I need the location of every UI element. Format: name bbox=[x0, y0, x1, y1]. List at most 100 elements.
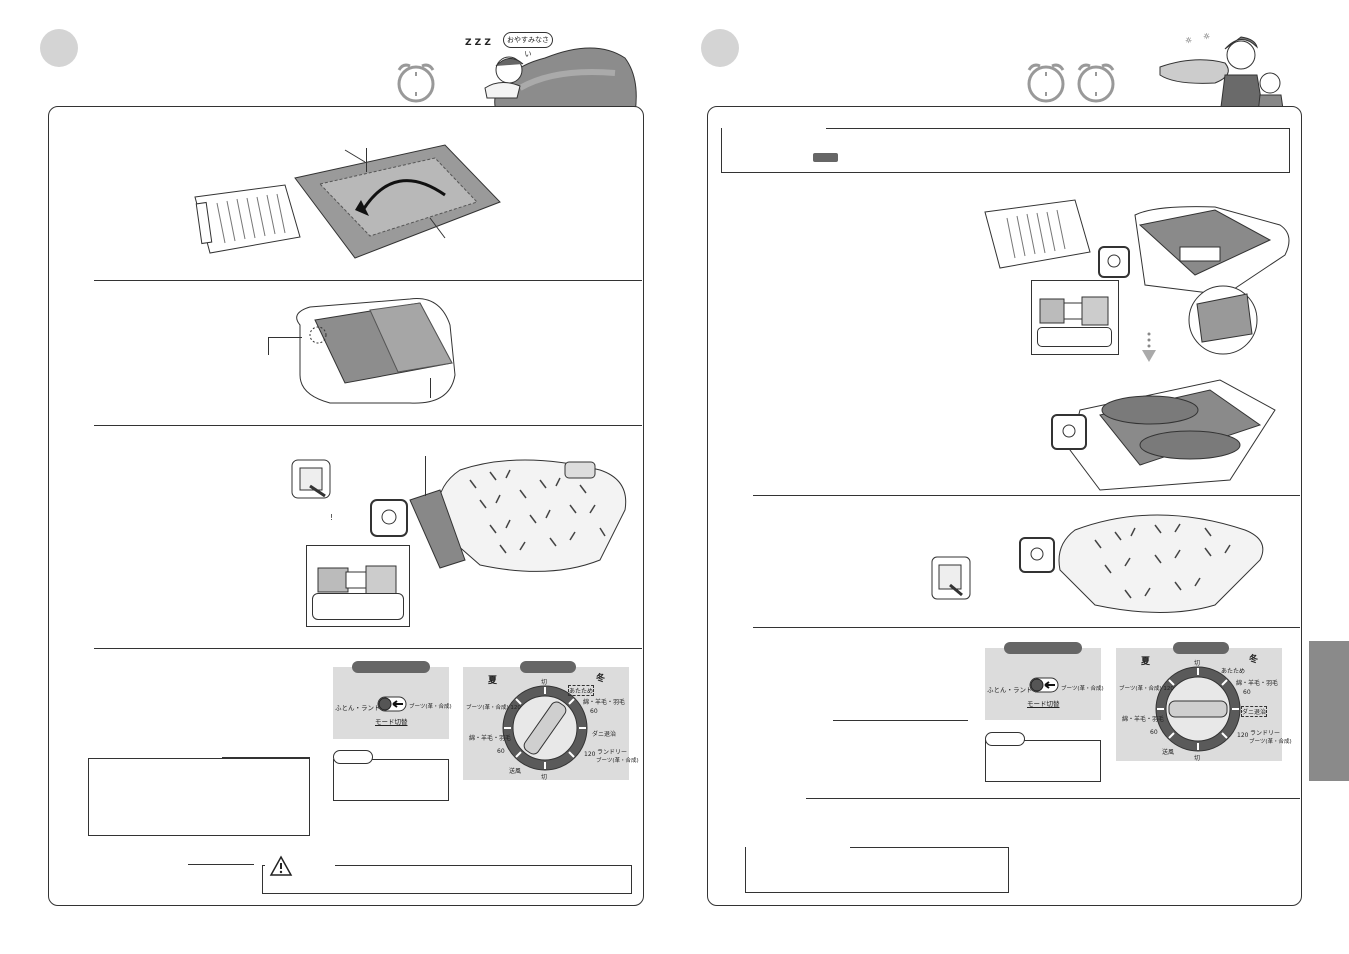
leader-line bbox=[366, 148, 367, 172]
zoom-circle-detail bbox=[1188, 285, 1258, 355]
right-hose-connector-icon bbox=[1039, 296, 1109, 326]
right-dial-off-top: 切 bbox=[1194, 660, 1201, 667]
right-dial-120-right: 120 bbox=[1237, 732, 1249, 739]
left-dial-off-top: 切 bbox=[541, 679, 548, 686]
leaflet-illustration bbox=[194, 184, 301, 254]
side-index-tab bbox=[1309, 641, 1349, 781]
left-dial-laundry: ランドリー bbox=[597, 749, 628, 756]
left-dial-mite: ダニ退治 bbox=[592, 731, 617, 738]
right-dial-boots-left: ブーツ(革・合成) 120 bbox=[1119, 686, 1174, 692]
right-bottom-note-box bbox=[745, 847, 1009, 893]
right-dryer-on-futon-illustration bbox=[1019, 514, 1264, 613]
right-divider-3 bbox=[806, 798, 1300, 799]
left-dial-boots-right: ブーツ(革・合成) bbox=[596, 758, 639, 764]
caution-underline bbox=[188, 864, 254, 865]
right-step3-underline bbox=[833, 720, 968, 721]
caution-box bbox=[262, 865, 632, 894]
left-dial-boots-left: ブーツ(革・合成) 120 bbox=[466, 705, 521, 711]
left-mode-toggle-switch[interactable] bbox=[377, 696, 407, 712]
hose-connector-icon bbox=[317, 565, 397, 595]
right-divider-1 bbox=[753, 495, 1300, 496]
snore-text: Z Z Z bbox=[465, 38, 491, 48]
right-timer-dial[interactable] bbox=[1155, 666, 1241, 752]
callout-line-left bbox=[268, 337, 302, 338]
drying-bag-fold-illustration bbox=[294, 144, 501, 259]
right-top-note-tag bbox=[813, 153, 838, 162]
left-mode-panel-header bbox=[352, 661, 430, 673]
left-dial-cotton-wool-down: 綿・羊毛・羽毛 bbox=[583, 699, 626, 706]
left-dial-panel-header bbox=[520, 661, 576, 673]
right-futon-label: ふとん・ランドリー bbox=[987, 686, 1046, 694]
right-folded-futon-illustration bbox=[1051, 379, 1276, 491]
left-dial-60-right: 60 bbox=[590, 708, 598, 715]
right-bottom-note-label-bg bbox=[746, 842, 850, 850]
right-dial-panel-header bbox=[1173, 642, 1229, 654]
right-dial-cotton-left: 綿・羊毛・羽毛 bbox=[1122, 716, 1165, 723]
right-top-note-label-bg bbox=[722, 124, 826, 132]
right-outlet-plug-illustration bbox=[931, 556, 971, 600]
left-divider-3 bbox=[94, 648, 642, 649]
left-note-box bbox=[88, 758, 310, 836]
right-divider-2 bbox=[753, 627, 1300, 628]
right-top-note-box bbox=[721, 128, 1290, 173]
alarm-clock-icon bbox=[1077, 63, 1115, 103]
right-dial-boots-right: ブーツ(革・合成) bbox=[1249, 739, 1292, 745]
right-bag-on-futon-illustration bbox=[1134, 206, 1290, 296]
right-dial-laundry: ランドリー bbox=[1250, 730, 1281, 737]
alarm-clock-icon bbox=[397, 63, 435, 103]
left-summer-label: 夏 bbox=[488, 676, 498, 686]
left-futon-label: ふとん・ランドリー bbox=[335, 704, 394, 712]
right-dial-off-bottom: 切 bbox=[1194, 755, 1201, 762]
alarm-clock-icon bbox=[1027, 63, 1065, 103]
right-summer-label: 夏 bbox=[1141, 657, 1151, 667]
right-mode-switch-label: モード切替 bbox=[1027, 700, 1060, 708]
left-dial-off-bottom: 切 bbox=[541, 774, 548, 781]
right-mode-panel-header bbox=[1004, 642, 1082, 654]
svg-text:!: ! bbox=[330, 513, 333, 522]
futon-with-bag-illustration bbox=[296, 298, 456, 404]
sleeping-person-illustration bbox=[484, 47, 637, 121]
left-boots-label: ブーツ(革・合成) bbox=[409, 704, 452, 710]
left-note-underline bbox=[222, 757, 310, 758]
right-page-badge bbox=[701, 29, 739, 67]
right-dryer-unit-icon bbox=[1098, 246, 1130, 278]
right-dial-warm: あたため bbox=[1221, 668, 1246, 675]
left-dial-cotton-left: 綿・羊毛・羽毛 bbox=[469, 735, 512, 742]
right-boots-label: ブーツ(革・合成) bbox=[1061, 686, 1104, 692]
down-arrow-icon bbox=[1142, 332, 1156, 362]
goodnight-bubble: おやすみなさい bbox=[503, 32, 553, 58]
callout-tick-left bbox=[268, 337, 269, 355]
right-dial-cotton-wool-down: 綿・羊毛・羽毛 bbox=[1236, 680, 1279, 687]
left-winter-label: 冬 bbox=[596, 674, 606, 684]
left-timer-dial[interactable] bbox=[502, 685, 588, 771]
svg-text:☼: ☼ bbox=[1185, 36, 1192, 45]
left-divider-1 bbox=[94, 280, 642, 281]
right-mode-toggle-switch[interactable] bbox=[1029, 677, 1059, 693]
left-dial-120-right: 120 bbox=[584, 751, 596, 758]
right-dial-60-left: 60 bbox=[1150, 729, 1158, 736]
left-divider-2 bbox=[94, 425, 642, 426]
right-hose-detail-note bbox=[1037, 327, 1112, 347]
outlet-plug-illustration: ! bbox=[291, 459, 333, 522]
dryer-unit-illustration bbox=[370, 499, 408, 537]
warning-triangle-icon bbox=[269, 855, 293, 876]
right-dial-fan: 送風 bbox=[1162, 749, 1175, 756]
right-leaflet-illustration bbox=[984, 199, 1091, 269]
left-page-badge bbox=[40, 29, 78, 67]
callout-line-bottom bbox=[430, 378, 431, 398]
left-mode-switch-label: モード切替 bbox=[375, 718, 408, 726]
right-dial-mite: ダニ退治 bbox=[1241, 706, 1268, 717]
left-dial-fan: 送風 bbox=[509, 768, 522, 775]
callout-line-top bbox=[425, 456, 426, 496]
left-memo-tag bbox=[333, 750, 373, 764]
right-winter-label: 冬 bbox=[1249, 655, 1259, 665]
right-memo-tag bbox=[985, 732, 1025, 746]
patterned-futon-illustration bbox=[409, 459, 627, 572]
left-dial-60-left: 60 bbox=[497, 748, 505, 755]
right-memo-box bbox=[985, 740, 1101, 782]
hose-detail-note bbox=[312, 593, 404, 620]
left-memo-box bbox=[333, 759, 449, 801]
left-dial-warm: あたため bbox=[568, 685, 595, 696]
right-dial-60-right: 60 bbox=[1243, 689, 1251, 696]
svg-text:☼: ☼ bbox=[1203, 32, 1210, 41]
